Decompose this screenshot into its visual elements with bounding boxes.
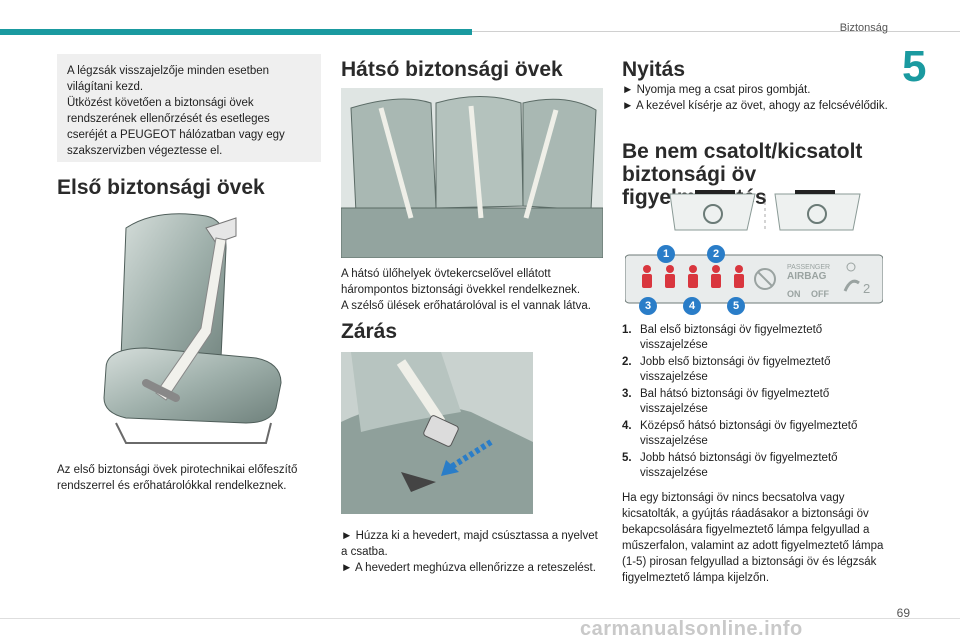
seatbelt-icon-3 xyxy=(689,265,697,273)
locking-text: ► Húzza ki a hevedert, majd csúsztassa a… xyxy=(341,530,598,574)
seatbelt-icon-body-5 xyxy=(734,274,744,288)
seatbelt-icon-2 xyxy=(666,265,674,273)
seatbelt-warning-panel: PASSENGER AIRBAG ON OFF 2 1 2 3 4 5 xyxy=(624,245,884,315)
seatbelt-icon-body-1 xyxy=(642,274,652,288)
dashboard-drawing xyxy=(669,190,861,231)
info-note-box: A légzsák visszajelzője minden esetben v… xyxy=(57,54,321,162)
seatbelt-icon-body-4 xyxy=(711,274,721,288)
panel-passenger-label: PASSENGER xyxy=(787,264,830,271)
rear-seat-drawing xyxy=(341,88,603,258)
opening-text: ► Nyomja meg a csat piros gombját. ► A k… xyxy=(622,84,888,112)
front-seat-drawing xyxy=(103,213,282,444)
header-accent-bar xyxy=(0,29,472,35)
buckle-illustration xyxy=(341,352,533,514)
panel-on-label: ON xyxy=(787,289,801,299)
list-item: 3. Bal hátsó biztonsági öv figyelmeztető … xyxy=(622,387,888,417)
list-item-number: 2. xyxy=(622,356,632,368)
seatbelt-icon-body-2 xyxy=(665,274,675,288)
list-item-number: 4. xyxy=(622,420,632,432)
front-seat-illustration xyxy=(86,208,296,452)
list-item-text: Középső hátsó biztonsági öv figyelmeztet… xyxy=(640,420,858,447)
panel-off-label: OFF xyxy=(811,289,829,299)
marker-1: 1 xyxy=(657,245,675,263)
buckle-drawing xyxy=(341,352,533,514)
airbag-off-icon xyxy=(754,268,776,290)
rear-belts-text: A hátsó ülőhelyek övtekercselővel elláto… xyxy=(341,268,591,312)
info-note-text: A légzsák visszajelzője minden esetben v… xyxy=(67,65,285,157)
list-item-text: Bal első biztonsági öv figyelmeztető vis… xyxy=(640,324,823,351)
marker-2: 2 xyxy=(707,245,725,263)
list-item-number: 1. xyxy=(622,324,632,336)
list-item: 1. Bal első biztonsági öv figyelmeztető v… xyxy=(622,323,888,353)
marker-4: 4 xyxy=(683,297,701,315)
seatbelt-icon-1 xyxy=(643,265,651,273)
warning-panel-drawing: PASSENGER AIRBAG ON OFF 2 xyxy=(624,254,884,304)
dashboard-indicators-illustration xyxy=(665,190,865,236)
list-item-text: Jobb hátsó biztonsági öv figyelmeztető v… xyxy=(640,452,838,479)
panel-airbag-label: AIRBAG xyxy=(787,271,827,282)
list-item-number: 5. xyxy=(622,452,632,464)
section-title: Biztonság xyxy=(839,22,888,34)
marker-5: 5 xyxy=(727,297,745,315)
list-item: 5. Jobb hátsó biztonsági öv figyelmeztető… xyxy=(622,451,888,481)
list-item: 2. Jobb első biztonsági öv figyelmeztető … xyxy=(622,355,888,385)
watermark: carmanualsonline.info xyxy=(580,618,803,640)
page-number: 69 xyxy=(896,606,910,620)
list-item-number: 3. xyxy=(622,388,632,400)
seatbelt-icon-5 xyxy=(735,265,743,273)
list-item-text: Jobb első biztonsági öv figyelmeztető vi… xyxy=(640,356,831,383)
warning-description: Ha egy biztonsági öv nincs becsatolva va… xyxy=(622,492,884,584)
chapter-number: 5 xyxy=(902,42,927,91)
front-belts-heading: Első biztonsági övek xyxy=(57,176,265,199)
front-belts-caption: Az első biztonsági övek pirotechnikai el… xyxy=(57,464,298,492)
marker-3: 3 xyxy=(639,297,657,315)
list-item: 4. Középső hátsó biztonsági öv figyelmezt… xyxy=(622,419,888,449)
rear-belts-heading: Hátsó biztonsági övek xyxy=(341,58,563,81)
opening-heading: Nyitás xyxy=(622,58,686,81)
rear-seat-illustration xyxy=(341,88,603,258)
footer-rule xyxy=(0,618,960,619)
locking-heading: Zárás xyxy=(341,320,398,343)
seatbelt-icons xyxy=(642,265,744,288)
seatbelt-icon-4 xyxy=(712,265,720,273)
panel-seat-number: 2 xyxy=(863,281,870,296)
indicator-list: 1. Bal első biztonsági öv figyelmeztető v… xyxy=(622,323,888,483)
list-item-text: Bal hátsó biztonsági öv figyelmeztető vi… xyxy=(640,388,830,415)
passenger-seat-icon xyxy=(846,262,856,272)
seatbelt-icon-body-3 xyxy=(688,274,698,288)
header-rule xyxy=(472,31,960,32)
